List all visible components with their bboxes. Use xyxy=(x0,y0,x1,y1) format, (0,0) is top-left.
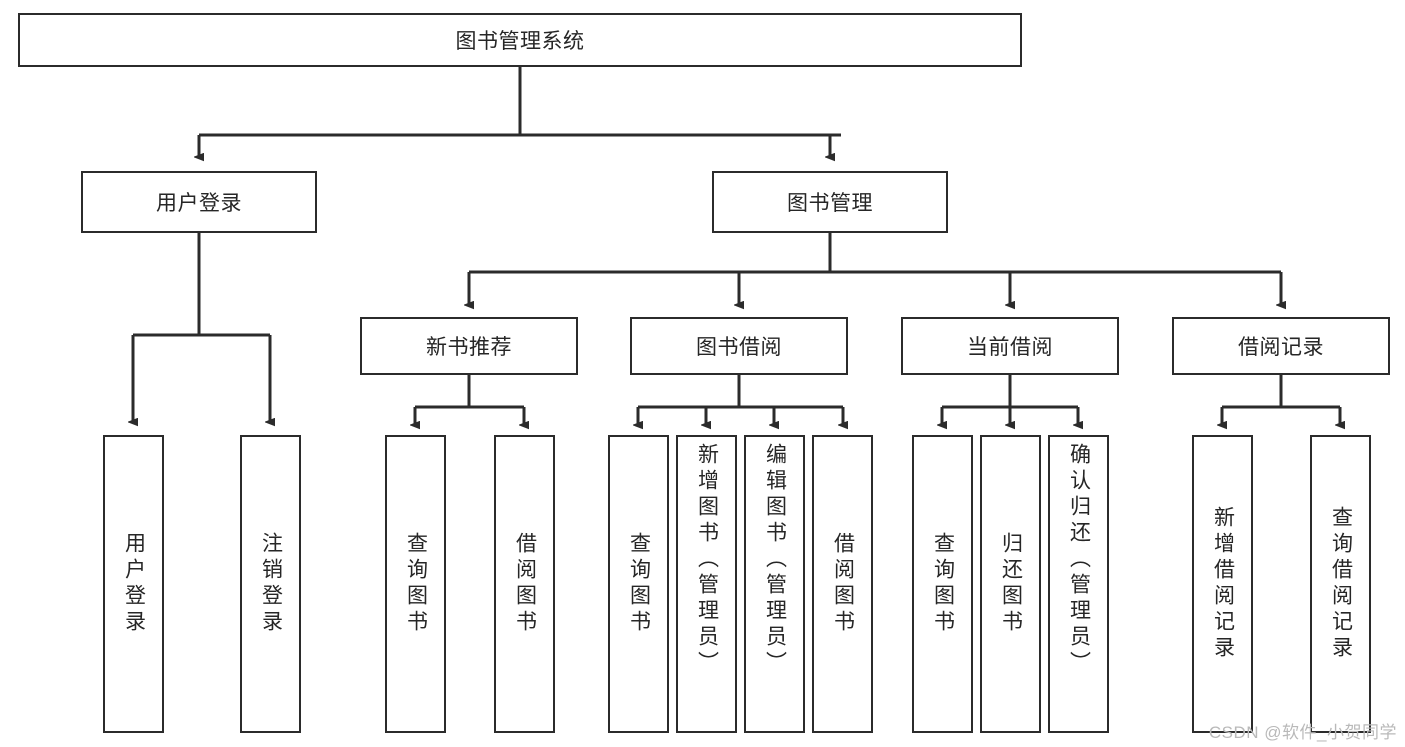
node-leaf-edit-book-label: 编辑图书（管理员） xyxy=(763,443,787,677)
node-leaf-user-login[interactable]: 用户登录 xyxy=(103,435,164,733)
node-leaf-confirm-return-label: 确认归还（管理员） xyxy=(1067,443,1091,677)
node-borrow-record[interactable]: 借阅记录 xyxy=(1172,317,1390,375)
node-leaf-query-book-2-label: 查询图书 xyxy=(627,532,651,636)
node-borrow-record-label: 借阅记录 xyxy=(1238,336,1324,359)
node-book-borrow-label: 图书借阅 xyxy=(696,336,782,359)
node-leaf-query-book-3-label: 查询图书 xyxy=(931,532,955,636)
node-new-book-rec[interactable]: 新书推荐 xyxy=(360,317,578,375)
node-leaf-add-book[interactable]: 新增图书（管理员） xyxy=(676,435,737,733)
node-user-login-label: 用户登录 xyxy=(156,192,242,215)
node-leaf-query-book-3[interactable]: 查询图书 xyxy=(912,435,973,733)
node-leaf-borrow-book-1-label: 借阅图书 xyxy=(513,532,537,636)
node-user-login[interactable]: 用户登录 xyxy=(81,171,317,233)
node-leaf-query-book-1[interactable]: 查询图书 xyxy=(385,435,446,733)
node-leaf-logout-label: 注销登录 xyxy=(259,532,283,636)
node-leaf-query-record-label: 查询借阅记录 xyxy=(1329,506,1353,662)
node-leaf-user-login-label: 用户登录 xyxy=(122,532,146,636)
node-leaf-confirm-return[interactable]: 确认归还（管理员） xyxy=(1048,435,1109,733)
node-leaf-add-record[interactable]: 新增借阅记录 xyxy=(1192,435,1253,733)
node-book-manage[interactable]: 图书管理 xyxy=(712,171,948,233)
node-leaf-borrow-book-2-label: 借阅图书 xyxy=(831,532,855,636)
node-leaf-edit-book[interactable]: 编辑图书（管理员） xyxy=(744,435,805,733)
node-root-label: 图书管理系统 xyxy=(455,30,585,53)
node-book-manage-label: 图书管理 xyxy=(787,192,873,215)
node-new-book-rec-label: 新书推荐 xyxy=(426,336,512,359)
node-leaf-logout[interactable]: 注销登录 xyxy=(240,435,301,733)
node-current-borrow[interactable]: 当前借阅 xyxy=(901,317,1119,375)
node-leaf-query-book-1-label: 查询图书 xyxy=(404,532,428,636)
node-leaf-query-book-2[interactable]: 查询图书 xyxy=(608,435,669,733)
node-leaf-return-book-label: 归还图书 xyxy=(999,532,1023,636)
node-leaf-borrow-book-1[interactable]: 借阅图书 xyxy=(494,435,555,733)
node-book-borrow[interactable]: 图书借阅 xyxy=(630,317,848,375)
node-leaf-query-record[interactable]: 查询借阅记录 xyxy=(1310,435,1371,733)
watermark: CSDN @软件_小贺同学 xyxy=(1208,723,1397,742)
node-leaf-borrow-book-2[interactable]: 借阅图书 xyxy=(812,435,873,733)
node-leaf-add-book-label: 新增图书（管理员） xyxy=(695,443,719,677)
node-leaf-add-record-label: 新增借阅记录 xyxy=(1211,506,1235,662)
node-current-borrow-label: 当前借阅 xyxy=(967,336,1053,359)
node-leaf-return-book[interactable]: 归还图书 xyxy=(980,435,1041,733)
node-root[interactable]: 图书管理系统 xyxy=(18,13,1022,67)
